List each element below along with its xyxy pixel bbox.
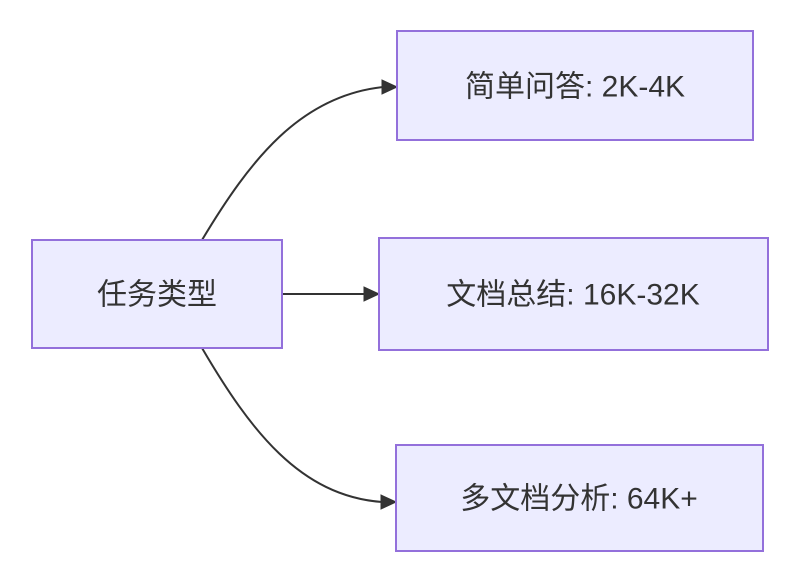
- node-box: [378, 237, 769, 351]
- arrowhead-icon: [380, 494, 398, 510]
- node-box: [395, 444, 764, 552]
- arrowhead-icon: [363, 286, 381, 302]
- edge-curve: [201, 86, 384, 241]
- node-box: [396, 30, 754, 141]
- node-label: 任务类型: [97, 279, 217, 312]
- node-multi-doc: 多文档分析: 64K+: [395, 444, 764, 552]
- node-label: 文档总结: 16K-32K: [446, 279, 699, 312]
- node-simple-qa: 简单问答: 2K-4K: [396, 30, 754, 141]
- edge-root-to-multi-doc: [201, 347, 398, 510]
- edge-root-to-simple-qa: [201, 79, 399, 241]
- node-label: 简单问答: 2K-4K: [465, 71, 685, 104]
- edge-curve: [201, 347, 383, 503]
- arrowhead-icon: [381, 79, 399, 95]
- node-label: 多文档分析: 64K+: [460, 483, 698, 516]
- node-doc-summary: 文档总结: 16K-32K: [378, 237, 769, 351]
- edge-root-to-doc-summary: [282, 286, 381, 302]
- node-task-type: 任务类型: [31, 239, 283, 349]
- node-box: [31, 239, 283, 349]
